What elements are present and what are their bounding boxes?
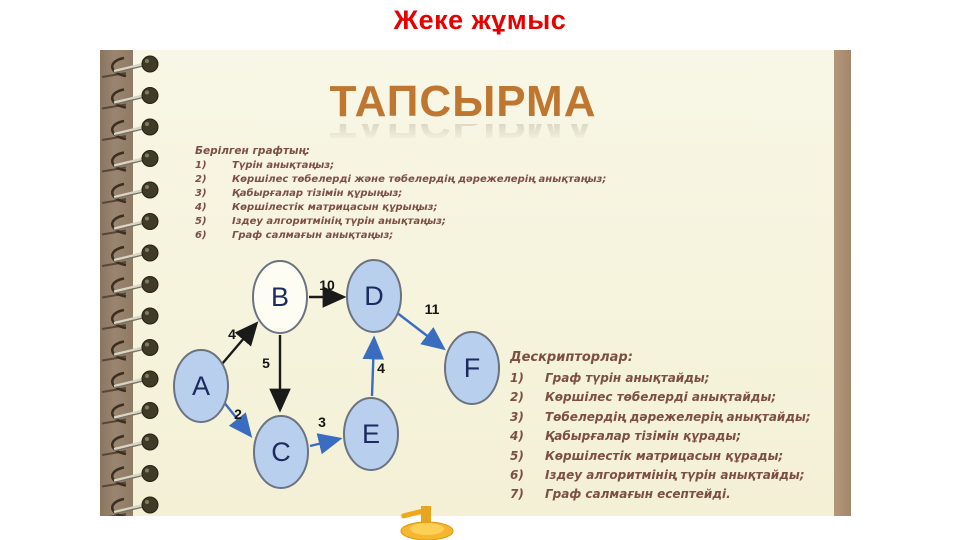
task-text: Граф салмағын анықтаңыз; <box>232 230 394 241</box>
descriptor-text: Төбелердің дәрежелерің анықтайды; <box>545 409 811 424</box>
edge-weight-ab: 4 <box>228 326 236 342</box>
notebook-page <box>133 50 834 516</box>
graph-edge-ac <box>222 400 253 438</box>
graph-node-e <box>343 397 399 471</box>
binding-ring-icon <box>101 402 159 425</box>
tasks-rows: 1) Түрін анықтаңыз; 2) Көршілес төбелерді ж… <box>195 159 625 243</box>
edge-weight-df: 11 <box>425 301 440 317</box>
task-number: 1) <box>195 160 207 171</box>
binding-ring-icon <box>101 213 159 236</box>
graph-node-c <box>253 415 309 489</box>
task-number: 2) <box>195 174 207 185</box>
task-item: 4) Көршілестік матрицасын құрыңыз; <box>195 201 625 215</box>
descriptor-item: 6) Іздеу алгоритмінің түрін анықтайды; <box>510 466 840 485</box>
binding-ring-icon <box>101 465 159 488</box>
descriptor-text: Көршілес төбелерді анықтайды; <box>545 390 777 405</box>
node-label-a: A <box>192 371 210 401</box>
task-item: 5) Іздеу алгоритмінің түрін анықтаңыз; <box>195 215 625 229</box>
descriptor-item: 3) Төбелердің дәрежелерің анықтайды; <box>510 408 840 427</box>
descriptor-item: 2) Көршілес төбелерді анықтайды; <box>510 388 840 407</box>
binding-ring-icon <box>101 150 159 173</box>
graph-node-f <box>444 331 500 405</box>
binding-ring-icon <box>101 339 159 362</box>
descriptor-number: 7) <box>510 487 524 502</box>
graph-nodes: A B C D E F <box>173 259 500 489</box>
edge-weight-bc: 5 <box>262 355 270 371</box>
binding-ring-icon <box>107 496 159 516</box>
task-text: Қабырғалар тізімін құрыңыз; <box>232 188 403 199</box>
descriptor-text: Қабырғалар тізімін құрады; <box>545 429 742 444</box>
graph-edges <box>221 286 446 455</box>
node-label-d: D <box>364 281 384 311</box>
descriptors-list: Дескрипторлар: 1) Граф түрін анықтайды; 2)… <box>510 350 840 505</box>
binding-ring-icon <box>101 118 159 141</box>
task-item: 3) Қабырғалар тізімін құрыңыз; <box>195 187 625 201</box>
task-number: 5) <box>195 216 207 227</box>
heading-wrap: ТАПСЫРМА ТАПСЫРМА <box>133 50 793 145</box>
descriptor-item: 7) Граф салмағын есептейді. <box>510 485 840 504</box>
graph-edge-ed <box>362 335 385 397</box>
graph-edge-ab <box>221 321 259 365</box>
tapsyrma-heading: ТАПСЫРМА <box>329 77 597 126</box>
graph-diagram: A B C D E F 4 10 5 2 3 4 11 <box>173 259 500 489</box>
task-item: 2) Көршілес төбелерді және төбелердің дәр… <box>195 173 625 187</box>
task-text: Көршілес төбелерді және төбелердің дәреж… <box>232 174 607 185</box>
binding-ring-icon <box>101 244 159 267</box>
pushpin-icon <box>400 506 454 540</box>
node-label-f: F <box>464 353 481 383</box>
edge-weight-bd: 10 <box>319 277 335 293</box>
edge-weight-ce: 3 <box>318 414 326 430</box>
tasks-list: Берілген графтың: 1) Түрін анықтаңыз; 2) Кө… <box>195 145 625 243</box>
binding-ring-icon <box>101 433 159 456</box>
tapsyrma-reflection: ТАПСЫРМА <box>133 124 793 144</box>
graph-edge-df <box>395 311 446 351</box>
graph-node-d <box>346 259 402 333</box>
descriptor-number: 5) <box>510 448 524 463</box>
descriptor-text: Іздеу алгоритмінің түрін анықтайды; <box>545 468 805 483</box>
task-text: Түрін анықтаңыз; <box>232 160 335 171</box>
edge-weight-ac: 2 <box>234 406 242 422</box>
descriptor-text: Граф түрін анықтайды; <box>545 371 710 385</box>
descriptor-text: Көршілестік матрицасын құрады; <box>545 448 784 463</box>
notebook-image: ТАПСЫРМА ТАПСЫРМА Берілген графтың: 1) Тү… <box>100 50 851 516</box>
descriptor-text: Граф салмағын есептейді. <box>545 487 731 502</box>
descriptor-number: 6) <box>510 468 524 483</box>
descriptor-number: 3) <box>510 409 524 424</box>
graph-node-a <box>173 349 229 423</box>
descriptor-item: 5) Көршілестік матрицасын құрады; <box>510 447 840 466</box>
task-text: Іздеу алгоритмінің түрін анықтаңыз; <box>232 216 446 227</box>
descriptor-item: 1) Граф түрін анықтайды; <box>510 369 840 388</box>
task-number: 3) <box>195 188 207 199</box>
descriptor-number: 4) <box>510 429 524 444</box>
binding-ring-icon <box>101 55 159 78</box>
task-text: Көршілестік матрицасын құрыңыз; <box>232 202 438 213</box>
slide-title: Жеке жұмыс <box>393 5 567 35</box>
binding-ring-icon <box>101 87 159 110</box>
binding-ring-icon <box>101 276 159 299</box>
descriptors-header: Дескрипторлар: <box>510 350 633 365</box>
node-label-e: E <box>362 419 380 449</box>
task-item: 6) Граф салмағын анықтаңыз; <box>195 229 625 243</box>
task-number: 6) <box>195 230 207 241</box>
binding-ring-icon <box>101 307 159 330</box>
notebook-right-edge <box>834 50 851 516</box>
graph-node-b <box>252 260 308 334</box>
descriptor-number: 2) <box>510 390 524 405</box>
spiral-binding-icon <box>101 55 159 516</box>
graph-edge-weights: 4 10 5 2 3 4 11 <box>228 277 440 430</box>
descriptors-rows: 1) Граф түрін анықтайды; 2) Көршілес төбеле… <box>510 369 840 505</box>
graph-edge-ce <box>309 433 343 455</box>
node-label-b: B <box>271 282 289 312</box>
descriptor-item: 4) Қабырғалар тізімін құрады; <box>510 427 840 446</box>
binding-ring-icon <box>101 181 159 204</box>
task-item: 1) Түрін анықтаңыз; <box>195 159 625 173</box>
tasks-header: Берілген графтың: <box>195 145 310 157</box>
edge-weight-ed: 4 <box>377 360 385 376</box>
binding-ring-icon <box>101 370 159 393</box>
node-label-c: C <box>271 437 291 467</box>
descriptor-number: 1) <box>510 371 524 385</box>
task-number: 4) <box>195 202 207 213</box>
